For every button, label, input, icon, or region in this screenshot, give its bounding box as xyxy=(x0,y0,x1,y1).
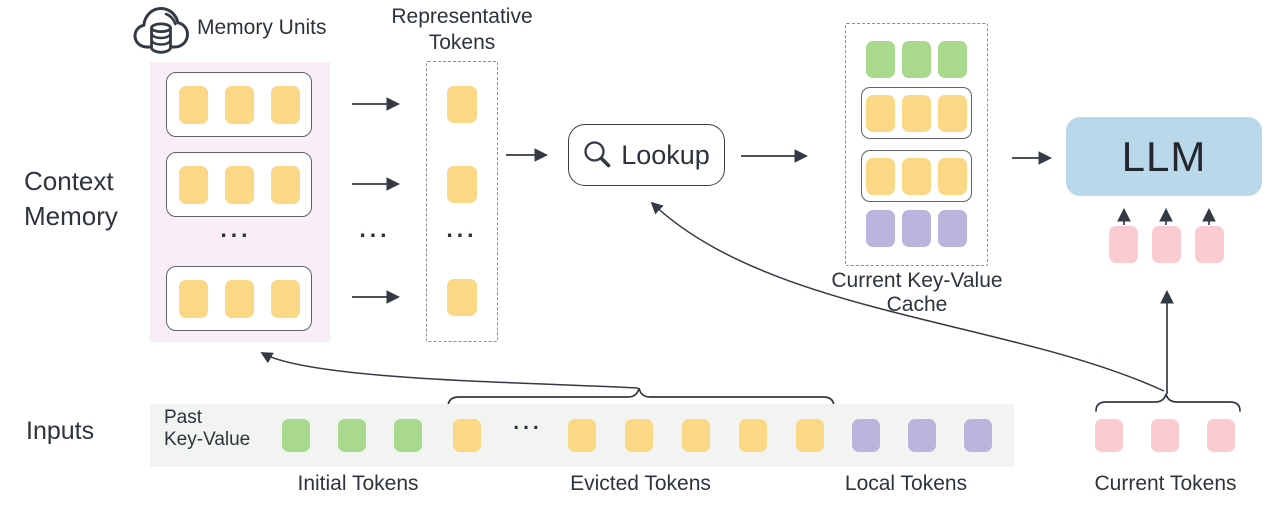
pink-token xyxy=(1095,419,1123,452)
yellow-token xyxy=(866,157,895,195)
pink-token xyxy=(1109,226,1138,263)
purple-token xyxy=(938,210,967,247)
band-ellipsis: ... xyxy=(513,411,543,434)
brace-current-tokens xyxy=(1095,393,1241,412)
purple-token xyxy=(964,419,992,452)
evicted-tokens-tail xyxy=(568,419,824,452)
past-key-value-label-line2: Key-Value xyxy=(164,429,251,450)
yellow-token xyxy=(178,279,208,318)
yellow-token xyxy=(224,85,254,124)
inputs-label: Inputs xyxy=(26,417,95,445)
representative-tokens-label: Representative Tokens xyxy=(372,4,552,56)
lookup-button: Lookup xyxy=(568,124,725,186)
yellow-token xyxy=(625,419,653,452)
green-token xyxy=(394,419,422,452)
yellow-token xyxy=(796,419,824,452)
yellow-token xyxy=(270,85,300,124)
context-memory-label-line2: Memory xyxy=(24,201,118,231)
cache-memory-unit-row xyxy=(861,87,972,139)
memory-unit-row xyxy=(166,152,312,217)
representative-tokens-box xyxy=(426,61,498,342)
memory-units-label: Memory Units xyxy=(197,16,327,39)
pink-token xyxy=(1151,419,1179,452)
current-kv-cache-label-line1: Current Key-Value xyxy=(831,269,1003,292)
purple-token xyxy=(902,210,931,247)
mid-ellipsis: ... xyxy=(359,216,391,242)
llm-input-tokens xyxy=(1109,226,1224,263)
yellow-token xyxy=(682,419,710,452)
initial-tokens-label: Initial Tokens xyxy=(297,472,419,495)
current-kv-cache-label-line2: Cache xyxy=(886,293,948,316)
representative-ellipsis: ... xyxy=(446,216,478,242)
llm-box: LLM xyxy=(1066,117,1262,196)
current-tokens-group xyxy=(1095,419,1235,452)
yellow-token xyxy=(178,85,208,124)
yellow-token xyxy=(447,166,477,203)
yellow-token xyxy=(224,165,254,204)
pink-token xyxy=(1207,419,1235,452)
pink-token xyxy=(1152,226,1181,263)
yellow-token xyxy=(866,94,895,132)
yellow-token xyxy=(568,419,596,452)
yellow-token xyxy=(938,94,967,132)
green-token xyxy=(338,419,366,452)
cloud-database-icon xyxy=(133,7,189,54)
memory-unit-row xyxy=(166,72,312,137)
representative-tokens-label-line1: Representative xyxy=(391,5,533,28)
cache-local-tokens-row xyxy=(860,210,973,247)
purple-token xyxy=(852,419,880,452)
context-memory-label: Context Memory xyxy=(24,164,118,234)
purple-token xyxy=(908,419,936,452)
memory-ellipsis: ... xyxy=(220,216,252,242)
representative-token xyxy=(447,279,477,316)
purple-token xyxy=(866,210,895,247)
cache-memory-unit-row xyxy=(861,150,972,202)
yellow-token xyxy=(224,279,254,318)
yellow-token xyxy=(270,165,300,204)
green-token xyxy=(282,419,310,452)
representative-tokens-label-line2: Tokens xyxy=(428,31,496,54)
representative-token xyxy=(447,166,477,203)
yellow-token xyxy=(739,419,767,452)
memory-unit-row xyxy=(166,266,312,331)
green-token xyxy=(902,41,931,78)
local-tokens-group xyxy=(852,419,992,452)
pink-token xyxy=(1195,226,1224,263)
lookup-label: Lookup xyxy=(621,139,710,170)
yellow-token xyxy=(453,419,481,452)
context-memory-label-line1: Context xyxy=(24,166,114,196)
yellow-token xyxy=(902,157,931,195)
yellow-token xyxy=(447,86,477,123)
yellow-token xyxy=(938,157,967,195)
curve-evicted-to-memory xyxy=(260,352,639,389)
yellow-token xyxy=(178,165,208,204)
llm-label: LLM xyxy=(1121,132,1207,180)
current-tokens-label: Current Tokens xyxy=(1094,472,1237,495)
yellow-token xyxy=(270,279,300,318)
initial-tokens-group xyxy=(282,419,422,452)
green-token xyxy=(866,41,895,78)
current-kv-cache-label: Current Key-Value Cache xyxy=(817,269,1017,317)
magnifier-icon xyxy=(584,141,611,168)
evicted-tokens-head xyxy=(453,419,481,452)
current-kv-cache-box xyxy=(845,23,988,266)
evicted-tokens-label: Evicted Tokens xyxy=(570,472,711,495)
representative-token xyxy=(447,86,477,123)
local-tokens-label: Local Tokens xyxy=(844,472,968,495)
past-key-value-label: Past Key-Value xyxy=(164,407,250,451)
green-token xyxy=(938,41,967,78)
past-key-value-label-line1: Past xyxy=(164,407,203,428)
yellow-token xyxy=(902,94,931,132)
yellow-token xyxy=(447,279,477,316)
cache-initial-tokens-row xyxy=(860,41,973,78)
